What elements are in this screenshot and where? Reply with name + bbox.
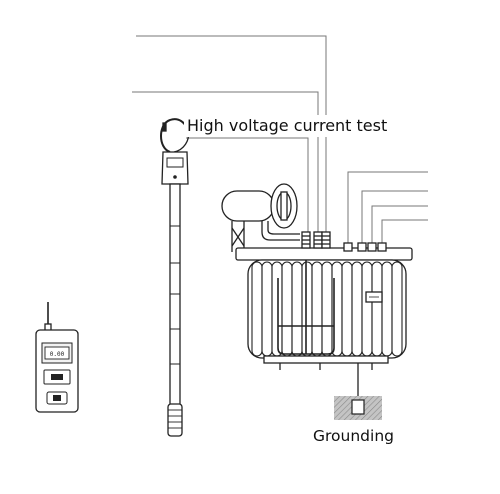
leader-lines bbox=[132, 35, 428, 246]
lv-lead-4 bbox=[381, 219, 428, 246]
receiver-display-reading: 0.00 bbox=[50, 351, 65, 358]
lv-lead-2 bbox=[361, 190, 428, 246]
leader-line-2 bbox=[132, 91, 319, 232]
leader-line-3 bbox=[186, 137, 309, 232]
base-skid bbox=[263, 355, 389, 364]
high-voltage-current-test-label: High voltage current test bbox=[187, 116, 387, 135]
power-transformer-icon bbox=[221, 183, 413, 370]
handheld-receiver-icon bbox=[35, 302, 79, 413]
clamp-meter-icon bbox=[161, 151, 189, 185]
grounding-label: Grounding bbox=[313, 427, 394, 445]
ground-electrode-icon bbox=[334, 363, 382, 420]
insulated-hot-stick-icon bbox=[160, 118, 190, 437]
lv-lead-1 bbox=[347, 171, 428, 246]
lv-lead-3 bbox=[371, 205, 428, 246]
conservator-tank bbox=[221, 190, 275, 222]
hot-stick-grip bbox=[167, 403, 183, 437]
lv-bushings bbox=[343, 242, 387, 252]
leader-line-1 bbox=[136, 35, 327, 232]
hv-bushings bbox=[301, 231, 331, 249]
